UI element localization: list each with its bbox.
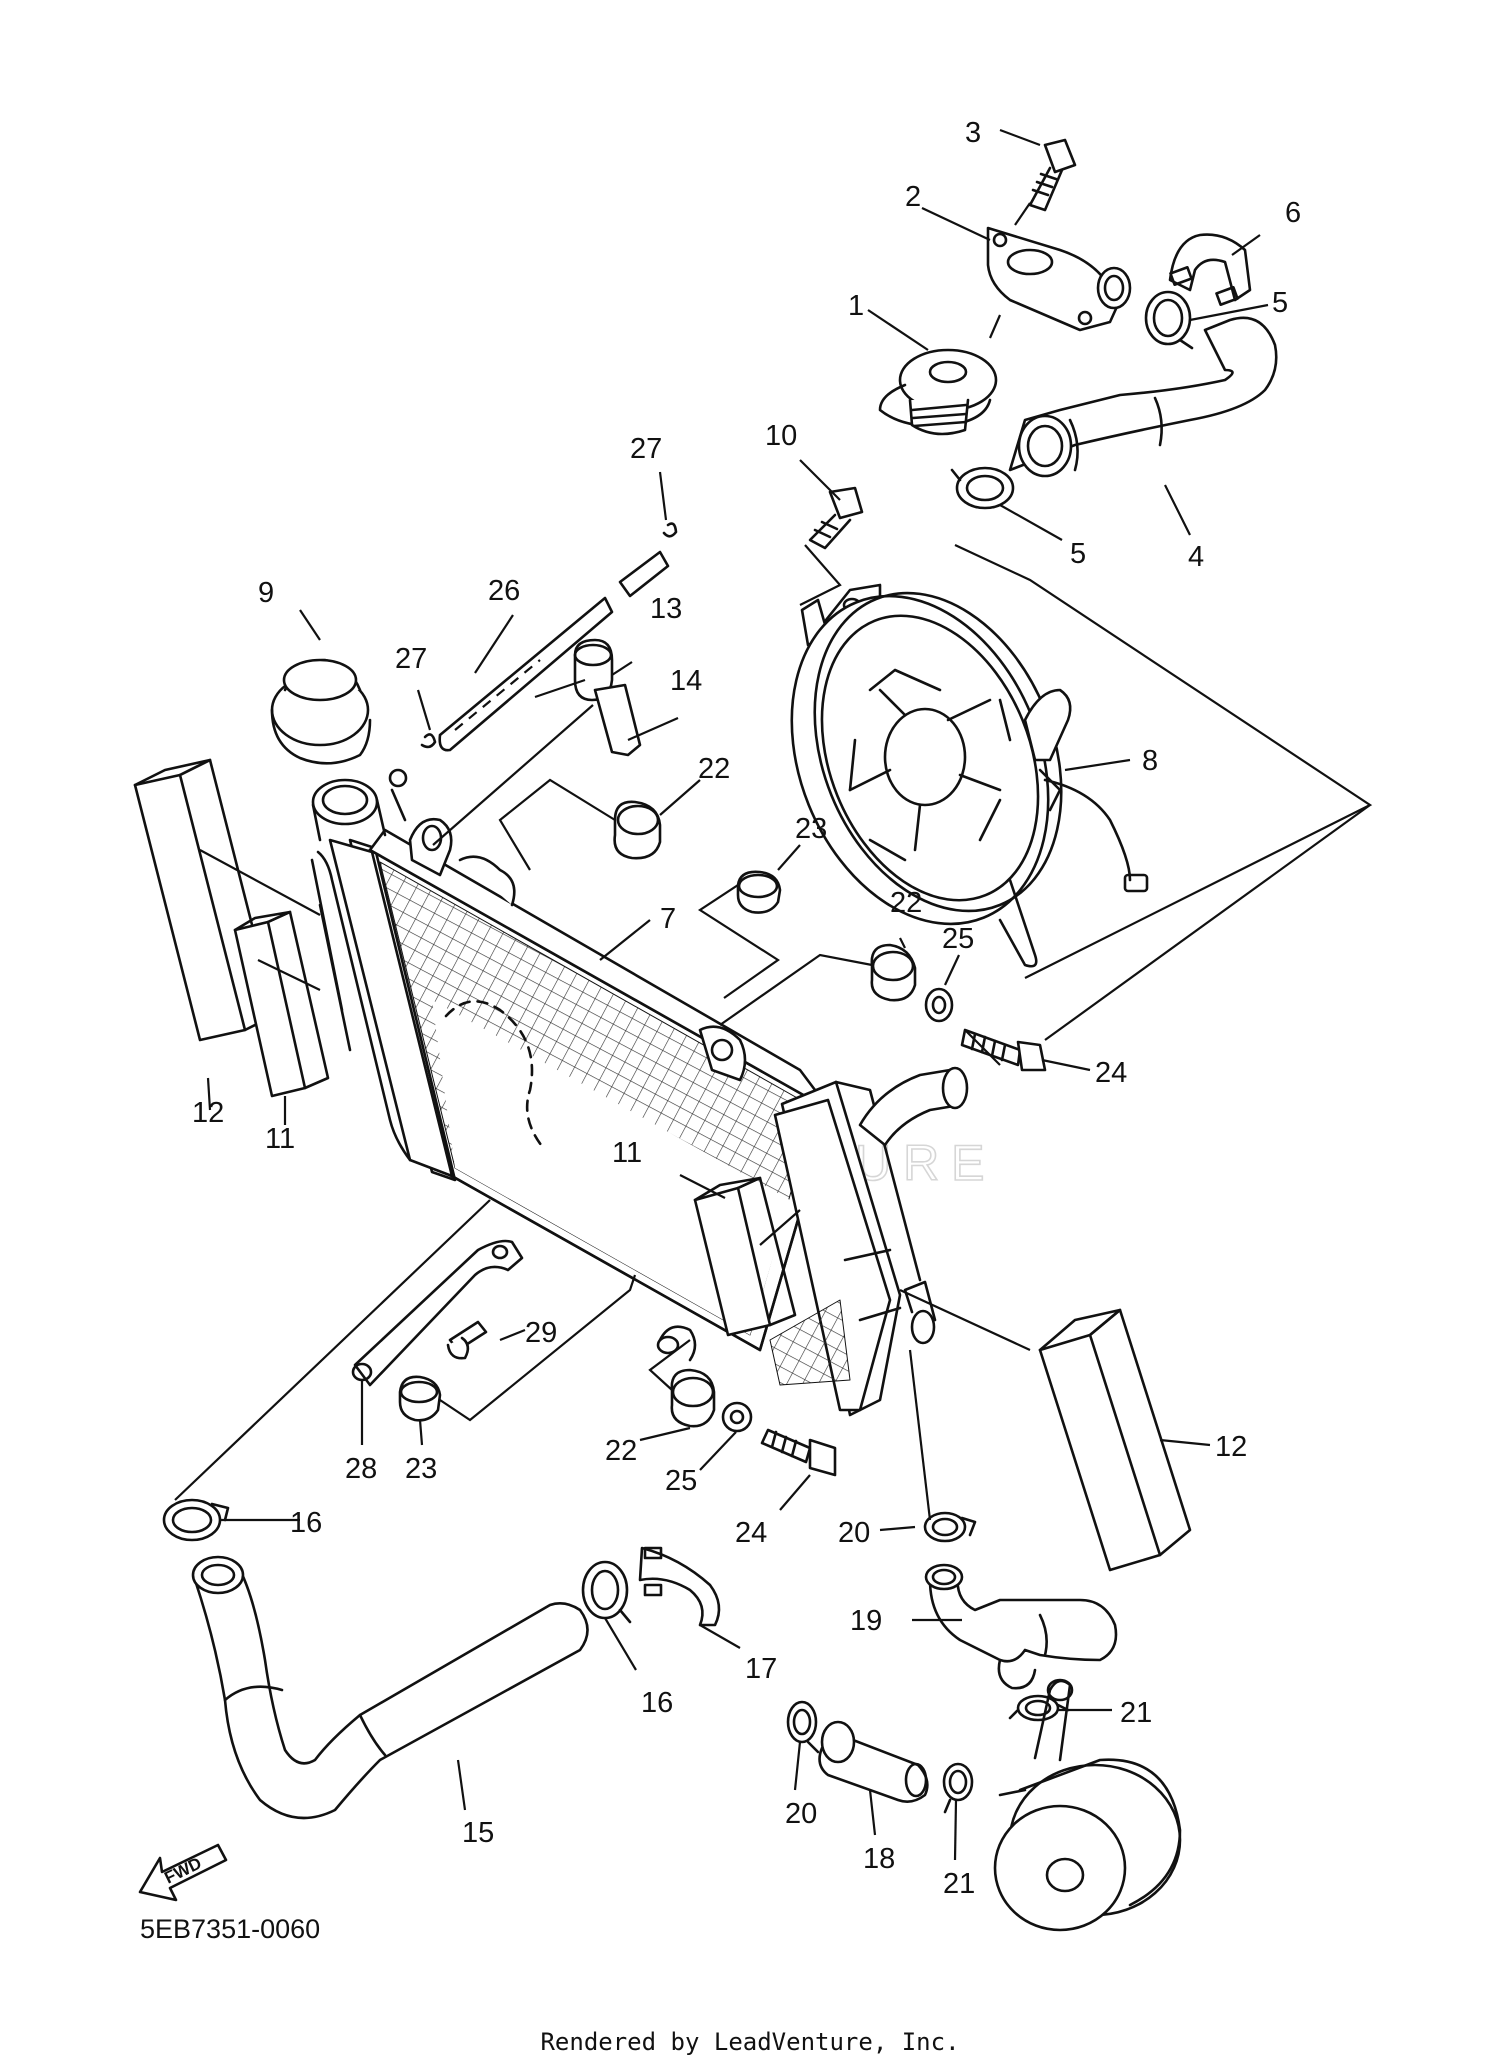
coolant-hose-4 (1008, 316, 1278, 478)
forward-direction-arrow (138, 1843, 228, 1902)
callout-3: 3 (965, 117, 981, 149)
callout-24-right: 24 (1095, 1057, 1127, 1089)
callout-28: 28 (345, 1453, 377, 1485)
callout-22-top: 22 (698, 753, 730, 785)
side-seal-12-right (1038, 1308, 1192, 1572)
grommet-22-top (613, 800, 662, 860)
coolant-hose-15 (191, 1555, 589, 1820)
holder-14 (593, 683, 642, 757)
callout-18: 18 (863, 1843, 895, 1875)
radiator-fan (790, 583, 1149, 968)
callout-4: 4 (1188, 541, 1204, 573)
radiator-outlet-pipe (858, 1066, 969, 1147)
callout-29: 29 (525, 1317, 557, 1349)
coolant-hose-19 (924, 1563, 1118, 1690)
hose-clamp-17 (638, 1546, 721, 1627)
callout-21-lower: 21 (943, 1868, 975, 1900)
radiator-cap (270, 658, 372, 765)
callout-23-mid: 23 (795, 813, 827, 845)
oil-cooler (993, 1678, 1182, 1932)
hose-clamp-20-upper (923, 1511, 977, 1543)
hose-clamp-5-upper (1144, 290, 1194, 350)
washer-25-lower (721, 1401, 753, 1433)
collar-23-mid (736, 870, 782, 914)
hose-clamp-20-lower (786, 1700, 820, 1754)
hose-clip-27-upper (662, 522, 678, 538)
callout-27-upper: 27 (630, 433, 662, 465)
callout-23-lower: 23 (405, 1453, 437, 1485)
callout-25-right: 25 (942, 923, 974, 955)
callout-20-lower: 20 (785, 1798, 817, 1830)
side-seal-11-left (233, 910, 330, 1098)
callout-12-right: 12 (1215, 1431, 1247, 1463)
thermostat (878, 348, 998, 436)
render-credit: Rendered by LeadVenture, Inc. (540, 2028, 960, 2056)
filler-neck (311, 768, 408, 842)
callout-6: 6 (1285, 197, 1301, 229)
callout-11-left: 11 (265, 1123, 295, 1155)
callout-24-lower: 24 (735, 1517, 767, 1549)
callout-26: 26 (488, 575, 520, 607)
bolt-24-lower (760, 1428, 837, 1477)
grommet-22-lower (670, 1368, 716, 1428)
collar-23-lower (398, 1375, 442, 1422)
callout-12-left: 12 (192, 1097, 224, 1129)
callout-13: 13 (650, 593, 682, 625)
callout-numbers: 1 2 3 4 5 5 6 7 8 9 10 11 11 12 12 13 14… (192, 117, 1301, 1900)
hose-clamp-16-left (162, 1498, 230, 1542)
callout-5-lower: 5 (1070, 538, 1086, 570)
callout-9: 9 (258, 577, 274, 609)
callout-17: 17 (745, 1653, 777, 1685)
bracket-28 (351, 1239, 524, 1387)
callout-21-upper: 21 (1120, 1697, 1152, 1729)
callout-16-left: 16 (290, 1507, 322, 1539)
callout-22-lower: 22 (605, 1435, 637, 1467)
diagram-code: 5EB7351-0060 (140, 1914, 321, 1944)
callout-14: 14 (670, 665, 702, 697)
callout-27-lower: 27 (395, 643, 427, 675)
washer-25-right (924, 987, 954, 1023)
callout-10: 10 (765, 420, 797, 452)
callout-25-lower: 25 (665, 1465, 697, 1497)
bolt-29 (446, 1320, 488, 1360)
overflow-hose-26 (438, 550, 670, 752)
callout-22-right: 22 (890, 887, 922, 919)
grommet-22-right (870, 943, 917, 1002)
callout-11-right: 11 (612, 1137, 642, 1169)
hose-clamp-16-right (581, 1560, 632, 1624)
hose-clamp-21-lower (942, 1762, 974, 1814)
radiator-right-tank (769, 1080, 937, 1417)
callout-8: 8 (1142, 745, 1158, 777)
thermostat-cover (986, 226, 1132, 332)
bolt-24-right (960, 1028, 1047, 1072)
callout-1: 1 (848, 290, 864, 322)
callout-7: 7 (660, 903, 676, 935)
callout-20-upper: 20 (838, 1517, 870, 1549)
leader-lines (174, 128, 1373, 1861)
hose-clip-27-lower (420, 733, 437, 749)
hose-clamp-5-lower (950, 466, 1015, 510)
radiator-upper-bracket (408, 817, 747, 1362)
callout-15: 15 (462, 1817, 494, 1849)
callout-16-right: 16 (641, 1687, 673, 1719)
callout-19: 19 (850, 1605, 882, 1637)
bolt-3 (1028, 138, 1077, 212)
side-seal-11-right (693, 1176, 797, 1337)
hose-clamp-6 (1168, 233, 1252, 307)
bolt-10 (808, 486, 864, 550)
callout-2: 2 (905, 181, 921, 213)
coolant-hose-18 (818, 1720, 929, 1803)
damper-13 (573, 638, 614, 702)
callout-5-upper: 5 (1272, 287, 1288, 319)
